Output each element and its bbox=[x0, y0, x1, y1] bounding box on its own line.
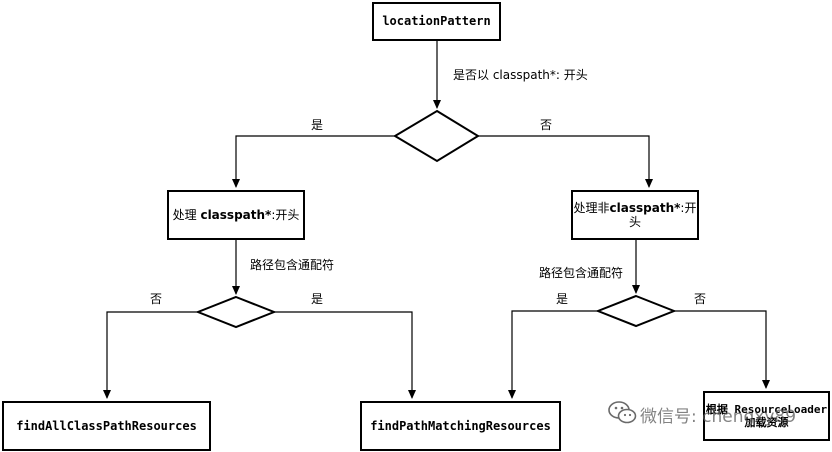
start-node-label: locationPattern bbox=[382, 14, 491, 29]
left-question-label: 路径包含通配符 bbox=[250, 258, 335, 272]
process-bold-text: classpath* bbox=[609, 200, 681, 215]
right-yes-label: 是 bbox=[556, 292, 569, 306]
top-no-label: 否 bbox=[540, 118, 553, 132]
left-yes-label: 是 bbox=[311, 292, 324, 306]
find-all-classpath-resources-node: findAllClassPathResources bbox=[2, 401, 211, 451]
right-no-label: 否 bbox=[694, 292, 707, 306]
resource-loader-node: 根据 ResourceLoader 加载资源 bbox=[703, 391, 830, 441]
process-non-classpath-star: 处理非classpath*:开 头 bbox=[571, 190, 699, 240]
process-suffix-text: :开 bbox=[680, 200, 697, 215]
wechat-icon bbox=[608, 401, 637, 424]
edge-top-no bbox=[478, 135, 653, 188]
edge-left-yes bbox=[274, 311, 416, 399]
process-non-classpath-star-line1: 处理非classpath*:开 bbox=[574, 201, 697, 215]
decision-diamond-top bbox=[393, 109, 480, 163]
decision-diamond-left bbox=[195, 295, 277, 329]
resource-loader-line2: 加载资源 bbox=[744, 416, 789, 429]
process-classpath-star: 处理 classpath*:开头 bbox=[167, 190, 305, 240]
right-question-label: 路径包含通配符 bbox=[539, 266, 624, 280]
watermark-text: 微信号: chengxy89 bbox=[640, 407, 797, 427]
process-bold-text: classpath* bbox=[200, 207, 272, 222]
process-prefix-text: 处理非 bbox=[573, 200, 610, 215]
decision-diamond-right bbox=[595, 294, 677, 328]
process-non-classpath-star-line2: 头 bbox=[628, 215, 641, 229]
find-all-label: findAllClassPathResources bbox=[16, 418, 197, 433]
find-path-matching-resources-node: findPathMatchingResources bbox=[360, 401, 561, 451]
top-yes-label: 是 bbox=[311, 118, 324, 132]
process-prefix-text: 处理 bbox=[172, 207, 201, 222]
top-question-label: 是否以 classpath*: 开头 bbox=[453, 68, 588, 82]
edge-right-no bbox=[674, 310, 770, 389]
left-no-label: 否 bbox=[150, 292, 163, 306]
process-classpath-star-label: 处理 classpath*:开头 bbox=[173, 208, 300, 222]
find-matching-label: findPathMatchingResources bbox=[370, 418, 551, 433]
edge-top-yes bbox=[232, 135, 395, 188]
edge-left-no bbox=[103, 311, 198, 399]
start-node: locationPattern bbox=[372, 2, 501, 41]
process-suffix-text: :开头 bbox=[271, 207, 300, 222]
edge-right-yes bbox=[508, 310, 598, 399]
resource-loader-line1: 根据 ResourceLoader bbox=[705, 402, 828, 416]
